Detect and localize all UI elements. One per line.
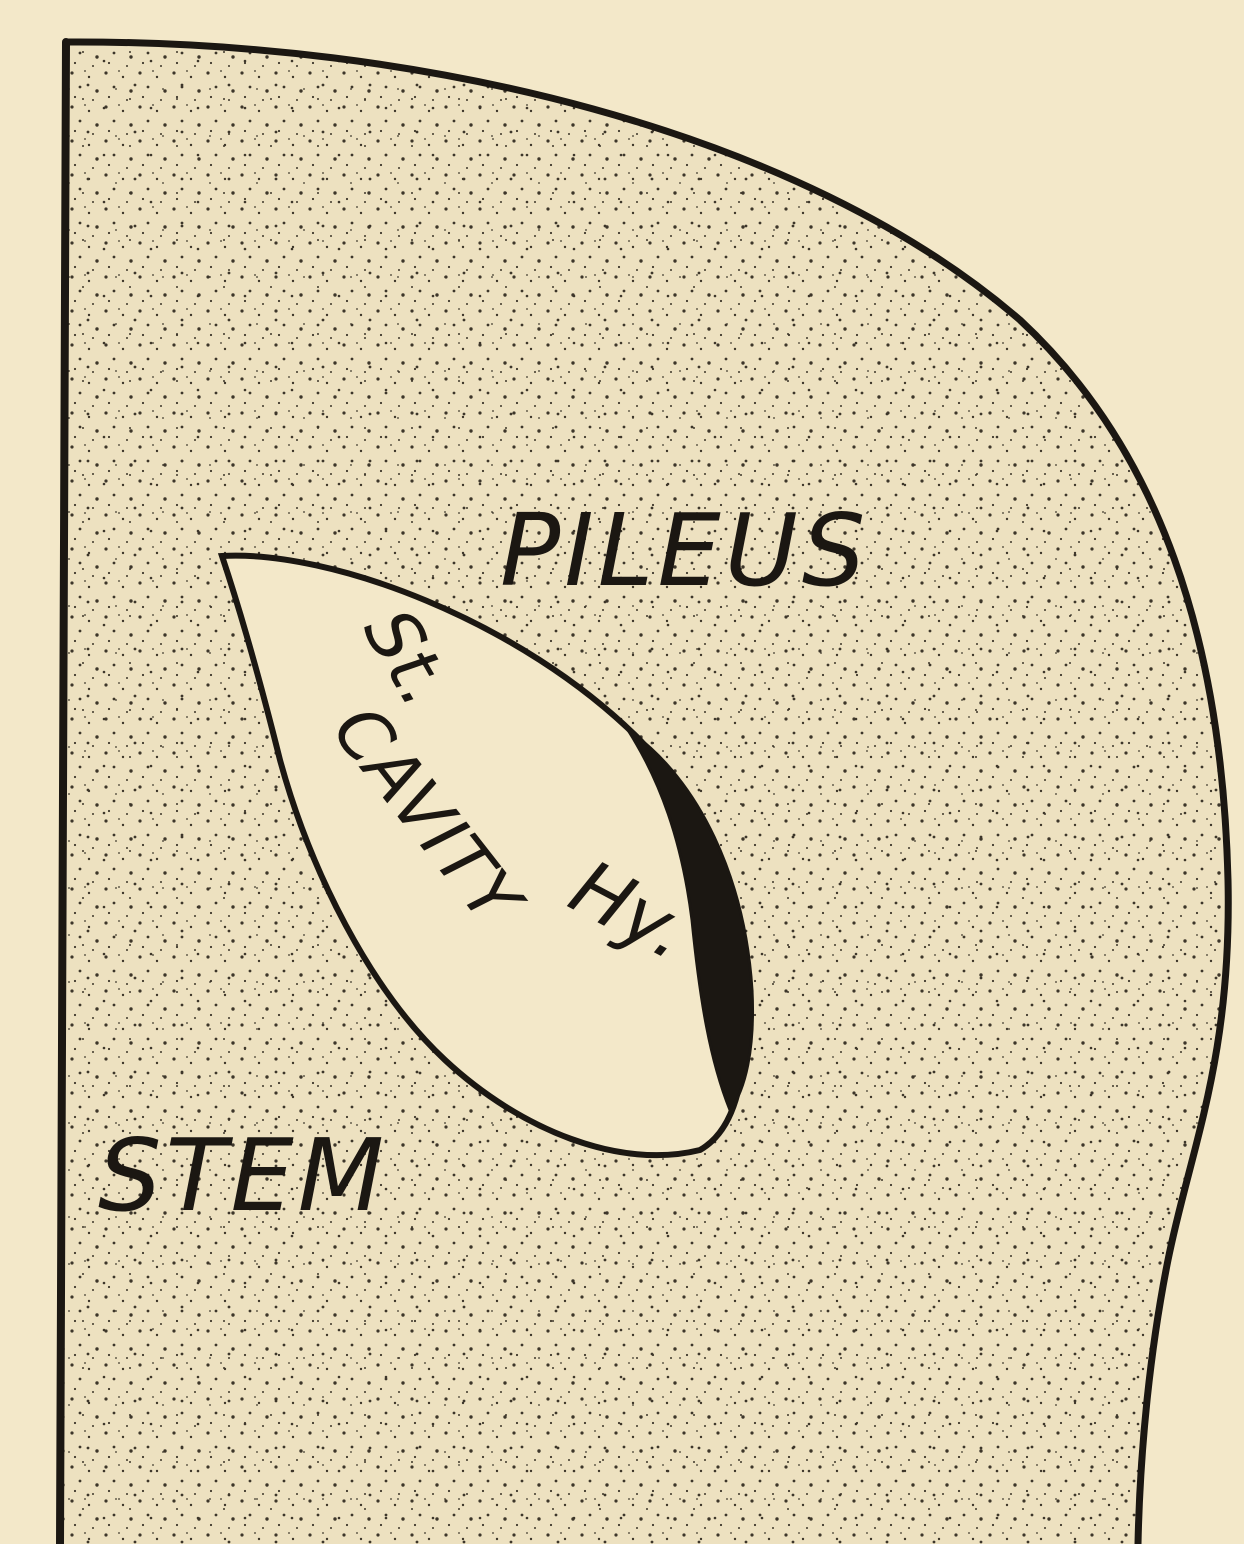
label-pileus: PILEUS bbox=[500, 492, 869, 609]
label-stem: STEM bbox=[98, 1117, 388, 1234]
